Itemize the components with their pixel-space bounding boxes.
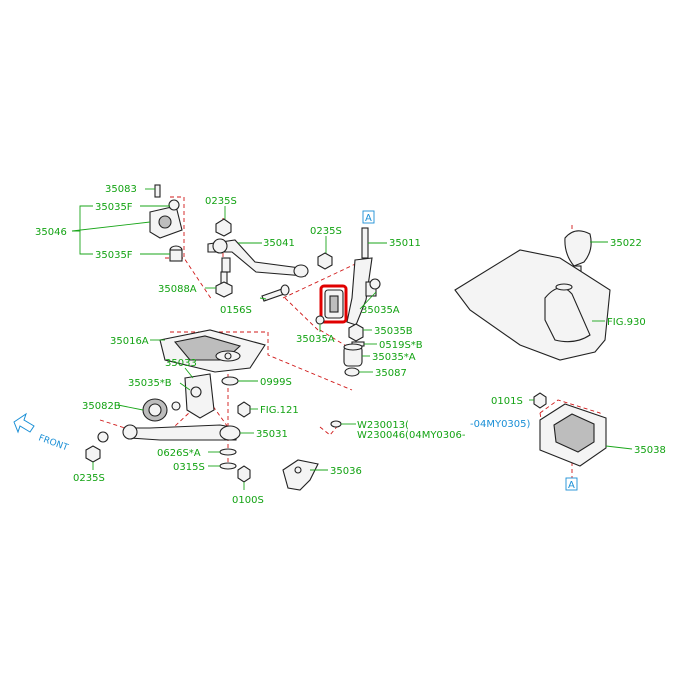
ref-a-bottom-label: A xyxy=(568,480,575,491)
part-35035B xyxy=(348,323,364,342)
part-35036-bracket xyxy=(282,459,319,491)
label-0999S[interactable]: 0999S xyxy=(260,377,292,388)
part-0156S-bolt xyxy=(261,284,290,302)
label-0101S[interactable]: 0101S xyxy=(491,396,523,407)
part-35016A-housing xyxy=(159,329,266,373)
part-35083-pin xyxy=(154,184,161,198)
reference-marker-a-top: A xyxy=(362,210,375,224)
label-35035F-bottom[interactable]: 35035F xyxy=(95,250,133,261)
front-label: FRONT xyxy=(37,433,70,453)
part-FIG121-bolt xyxy=(237,401,251,418)
reference-marker-a-bottom: A xyxy=(565,477,578,491)
label-35088A[interactable]: 35088A xyxy=(158,284,197,295)
ref-a-top-label: A xyxy=(365,213,372,224)
label-0235S-b[interactable]: 0235S xyxy=(310,226,342,237)
label-0626S-A[interactable]: 0626S*A xyxy=(157,448,201,459)
front-direction-indicator: FRONT xyxy=(13,412,70,454)
label-04MY0305: -04MY0305) xyxy=(470,419,531,430)
label-35035B[interactable]: 35035B xyxy=(374,326,413,337)
label-35036[interactable]: 35036 xyxy=(330,466,362,477)
highlight-box xyxy=(319,284,348,324)
front-arrow-icon xyxy=(13,412,35,434)
label-FIG930[interactable]: FIG.930 xyxy=(607,317,646,328)
label-35035F-top[interactable]: 35035F xyxy=(95,202,133,213)
leader-lines xyxy=(71,188,633,490)
part-35031-arm xyxy=(122,424,241,441)
part-35035A-washer-left xyxy=(315,315,325,325)
label-35082B[interactable]: 35082B xyxy=(82,401,121,412)
part-0315S-washer xyxy=(219,462,237,470)
part-W230013-ring xyxy=(330,420,342,428)
part-0235S-nut-a xyxy=(215,218,232,237)
part-number-labels: 35083 35035F 35046 35035F 0235S 35041 02… xyxy=(35,184,666,506)
label-0519S-B[interactable]: 0519S*B xyxy=(379,340,423,351)
label-W230013[interactable]: W230013( xyxy=(357,420,409,431)
part-35033-block xyxy=(171,373,215,419)
label-35011[interactable]: 35011 xyxy=(389,238,421,249)
part-35082B-bushing xyxy=(142,398,168,422)
label-35041[interactable]: 35041 xyxy=(263,238,295,249)
part-35035A-bushing-highlighted[interactable] xyxy=(319,284,348,324)
label-35087[interactable]: 35087 xyxy=(375,368,407,379)
label-35035-star-B[interactable]: 35035*B xyxy=(128,378,172,389)
part-35087-ring xyxy=(344,367,360,377)
part-0235S-nut-b xyxy=(317,252,333,270)
part-0999S-ring xyxy=(221,376,239,386)
part-FIG930-console xyxy=(454,249,611,361)
label-FIG121[interactable]: FIG.121 xyxy=(260,405,299,416)
label-0315S[interactable]: 0315S xyxy=(173,462,205,473)
label-0100S[interactable]: 0100S xyxy=(232,495,264,506)
part-35046-bracket xyxy=(149,199,183,262)
part-35088A-bolt xyxy=(215,271,233,298)
label-35031[interactable]: 35031 xyxy=(256,429,288,440)
label-35046[interactable]: 35046 xyxy=(35,227,67,238)
part-0101S-screw xyxy=(533,392,547,409)
label-35033[interactable]: 35033 xyxy=(165,358,197,369)
label-35016A[interactable]: 35016A xyxy=(110,336,149,347)
label-0235S-c[interactable]: 0235S xyxy=(73,473,105,484)
part-washer-front xyxy=(97,431,109,443)
part-0235S-nut-c xyxy=(85,445,101,463)
label-0235S-a[interactable]: 0235S xyxy=(205,196,237,207)
label-35035A-right[interactable]: 35035A xyxy=(361,305,400,316)
part-35041-rod xyxy=(207,238,309,278)
label-W230046[interactable]: W230046(04MY0306- xyxy=(357,430,466,441)
part-0100S-bolt xyxy=(237,465,251,483)
part-35035-A-bushing xyxy=(343,343,363,367)
label-35035A-left[interactable]: 35035A xyxy=(296,334,335,345)
part-35038-plate xyxy=(539,403,607,467)
label-35083[interactable]: 35083 xyxy=(105,184,137,195)
part-0626S-A-washer xyxy=(219,448,237,456)
label-35022[interactable]: 35022 xyxy=(610,238,642,249)
label-35038[interactable]: 35038 xyxy=(634,445,666,456)
label-0156S[interactable]: 0156S xyxy=(220,305,252,316)
label-35035-star-A[interactable]: 35035*A xyxy=(372,352,416,363)
